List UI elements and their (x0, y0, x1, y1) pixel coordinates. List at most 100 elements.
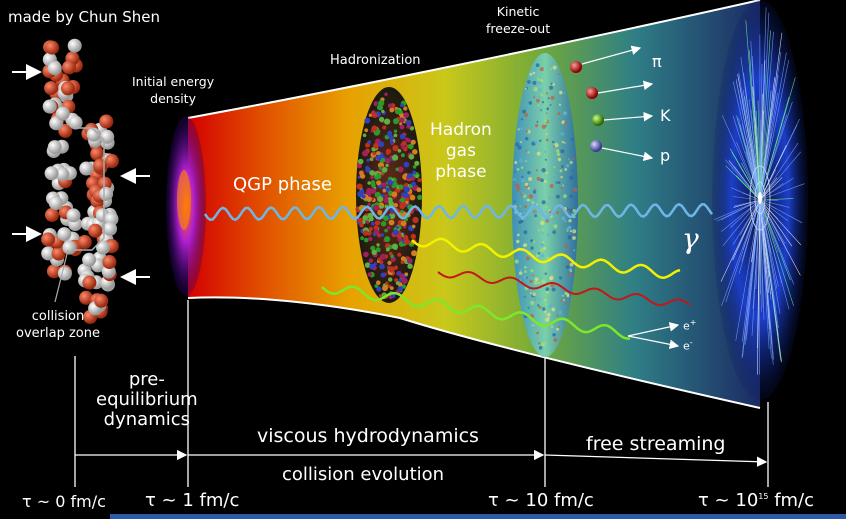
hadron-dot (392, 229, 399, 236)
hadron-dot (398, 184, 404, 190)
freezeout-texture (513, 63, 578, 350)
freezeout-speck (557, 181, 561, 185)
freezeout-speck (524, 266, 527, 269)
hadron-dot (406, 257, 413, 264)
hadron-dot (398, 225, 402, 230)
freezeout-speck (564, 142, 566, 144)
kaon-ball-red (586, 87, 598, 99)
hadron-dot (403, 106, 408, 111)
qgp-phase-label: QGP phase (233, 174, 333, 195)
freezeout-speck (564, 244, 568, 248)
freezeout-speck (566, 209, 570, 213)
freezeout-speck (544, 158, 547, 161)
hadron-dot (376, 280, 381, 286)
nucleon (97, 176, 112, 191)
proton-ball (590, 140, 602, 152)
nucleon (51, 246, 66, 261)
hadron-dot (357, 191, 364, 197)
freezeout-speck (527, 171, 531, 175)
detector-track (738, 164, 761, 201)
freezeout-speck (538, 342, 541, 345)
detector-track (759, 97, 790, 201)
hadron-dot (382, 125, 387, 130)
viscous-hydro-label: viscous hydrodynamics (257, 425, 479, 447)
detector-track (742, 124, 761, 201)
freezeout-speck (525, 149, 528, 152)
freezeout-speck (520, 219, 524, 223)
freezeout-speck (519, 268, 522, 272)
freezeout-speck (523, 198, 527, 202)
hadron-dot (398, 278, 402, 282)
hadron-dot (388, 219, 395, 226)
freezeout-speck (530, 269, 534, 273)
freezeout-speck (528, 194, 534, 199)
freezeout-speck (552, 329, 557, 333)
detector-track (734, 166, 761, 201)
freezeout-speck (560, 187, 564, 190)
freezeout-speck (544, 298, 548, 302)
freezeout-speck (535, 254, 540, 258)
freezeout-speck (520, 141, 522, 144)
hadron-dot (412, 149, 418, 155)
detector-track (759, 199, 790, 310)
freezeout-speck (552, 230, 557, 235)
freezeout-speck (538, 346, 543, 350)
green-wave (321, 285, 631, 340)
hadron-dot (385, 281, 389, 285)
freezeout-speck (530, 239, 533, 243)
freezeout-speck (560, 132, 565, 136)
detector-track (759, 177, 783, 201)
detector-track (735, 199, 761, 341)
hadron-dot (400, 197, 405, 203)
hadron-dot (374, 284, 379, 288)
hadron-gas-phase-label: Hadron gas phase (430, 120, 492, 182)
freezeout-speck (559, 169, 563, 173)
detector-track (714, 199, 761, 220)
nucleon (57, 266, 72, 281)
freezeout-speck (515, 183, 520, 188)
freezeout-speck (553, 166, 556, 169)
hadron-dot (401, 277, 408, 284)
nucleon (100, 129, 115, 144)
hadron-dot (368, 226, 373, 232)
freezeout-speck (549, 85, 554, 90)
hadron-dot (403, 192, 410, 198)
hadron-dot (365, 142, 370, 148)
hadron-dot (356, 183, 363, 190)
freezeout-speck (532, 67, 537, 72)
freezeout-speck (565, 302, 568, 305)
detector-track (759, 7, 767, 201)
freezeout-speck (558, 255, 561, 258)
freezeout-speck (531, 321, 535, 326)
freezeout-speck (555, 194, 560, 199)
freezeout-speck (541, 228, 544, 231)
freezeout-speck (572, 236, 576, 240)
freezeout-speck (527, 80, 531, 84)
hadron-dot (397, 149, 402, 153)
hadron-dot (379, 263, 385, 270)
hadron-dot (394, 278, 398, 282)
freezeout-speck (571, 169, 574, 172)
freezeout-speck (523, 243, 528, 248)
detector-track (721, 115, 761, 201)
nucleon (47, 140, 62, 155)
freezeout-speck (552, 326, 556, 330)
detector-track (759, 199, 802, 246)
freezeout-speck (564, 168, 568, 171)
nucleon (79, 161, 94, 176)
nucleon (96, 240, 110, 255)
freezeout-speck (525, 256, 530, 261)
nucleon (103, 221, 118, 236)
hadron-dot (379, 260, 384, 265)
hadron-dot (391, 293, 396, 299)
fireball-bottom-edge (187, 296, 761, 409)
hadron-dot (381, 109, 385, 114)
tau-10-label: τ ~ 10 fm/c (488, 490, 594, 511)
photon-label: γ (682, 222, 699, 255)
hadron-dot (367, 181, 372, 185)
detector-track (759, 199, 794, 306)
hadron-dot (411, 224, 416, 229)
freezeout-speck (556, 149, 560, 153)
detector-track (721, 199, 761, 232)
detector-track (759, 51, 782, 201)
